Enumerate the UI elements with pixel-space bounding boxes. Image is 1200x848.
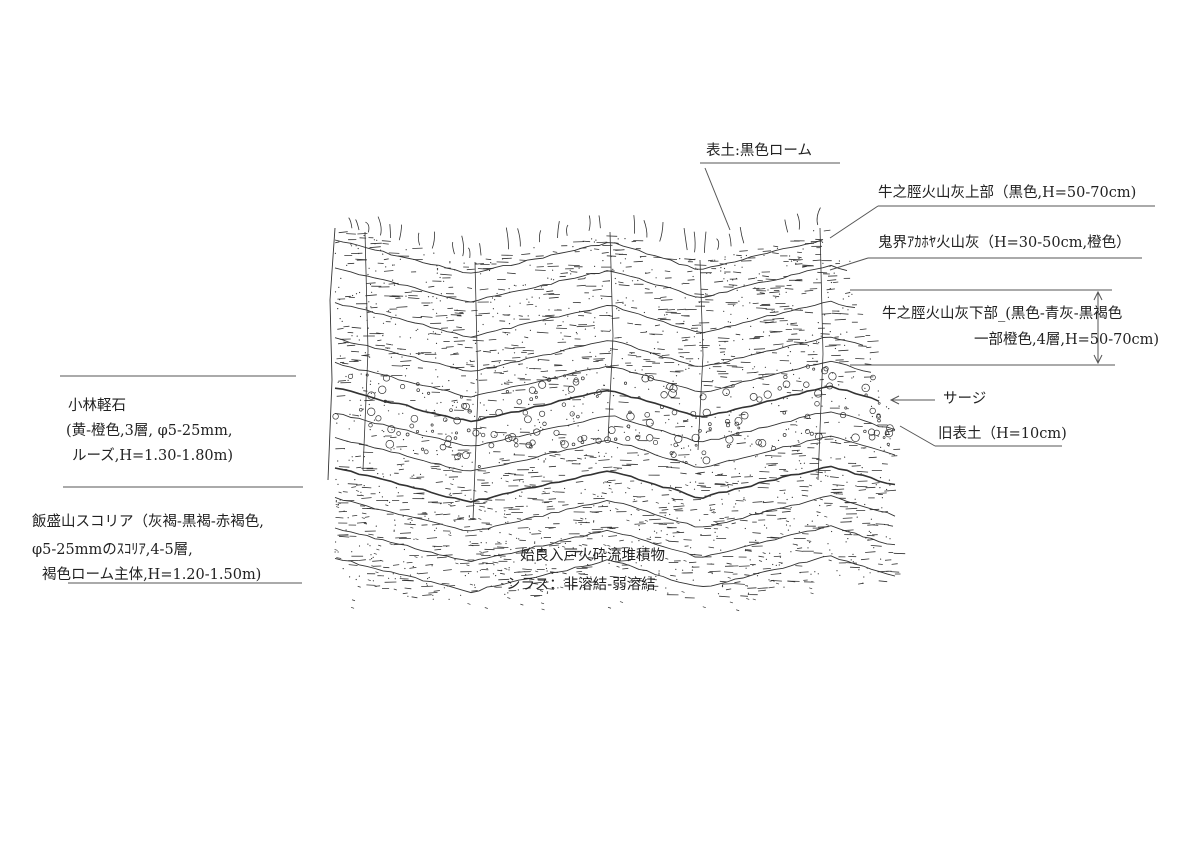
akahoya-leader xyxy=(829,257,869,271)
layer-boundary xyxy=(334,411,896,447)
label-topsoil: 表土:黒色ローム xyxy=(706,143,812,159)
layer-boundary xyxy=(334,300,856,338)
layer-boundary xyxy=(334,465,896,503)
layer-boundary xyxy=(334,264,848,303)
label-ushinosune-upper: 牛之脛火山灰上部（黒色,H=50-70cm) xyxy=(878,185,1137,201)
label-ushinosune-lower-2: 一部橙色,4層,H=50-70cm) xyxy=(974,332,1160,348)
label-kobayashi-3: ルーズ,H=1.30-1.80m) xyxy=(72,448,234,464)
label-ito-pyroclastic-1: 始良入戸火砕流堆積物 xyxy=(520,548,665,564)
layer-boundary xyxy=(334,435,896,472)
layer-boundary xyxy=(334,360,872,398)
leader-lines xyxy=(60,162,1155,584)
layer-boundary xyxy=(334,238,824,274)
label-iimoriyama-2: φ5-25mmのｽｺﾘｱ,4-5層, xyxy=(32,542,193,558)
strata-layers xyxy=(327,207,906,612)
layer-boundary xyxy=(334,495,896,532)
label-kobayashi-1: 小林軽石 xyxy=(68,398,126,414)
label-kobayashi-2: (黄-橙色,3層, φ5-25mm, xyxy=(66,423,233,439)
label-surge: サージ xyxy=(943,391,987,407)
old-topsoil-leader xyxy=(899,425,936,447)
layer-boundary xyxy=(334,385,880,423)
topsoil-leader xyxy=(704,167,731,231)
label-kikai-akahoya: 鬼界ｱｶﾎﾔ火山灰（H=30-50cm,橙色） xyxy=(878,235,1131,251)
label-iimoriyama-3: 褐色ローム主体,H=1.20-1.50m) xyxy=(42,567,262,583)
upper-ash-leader xyxy=(829,205,879,239)
layer-boundary xyxy=(334,525,896,563)
label-ushinosune-lower-1: 牛之脛火山灰下部_(黒色-青灰-黒褐色 xyxy=(882,306,1123,322)
label-ito-pyroclastic-2: シラス：非溶結-弱溶結 xyxy=(506,577,656,593)
label-old-topsoil: 旧表土（H=10cm) xyxy=(938,426,1067,442)
layer-boundary xyxy=(334,336,864,372)
label-iimoriyama-1: 飯盛山スコリア（灰褐-黒褐-赤褐色, xyxy=(32,514,264,530)
